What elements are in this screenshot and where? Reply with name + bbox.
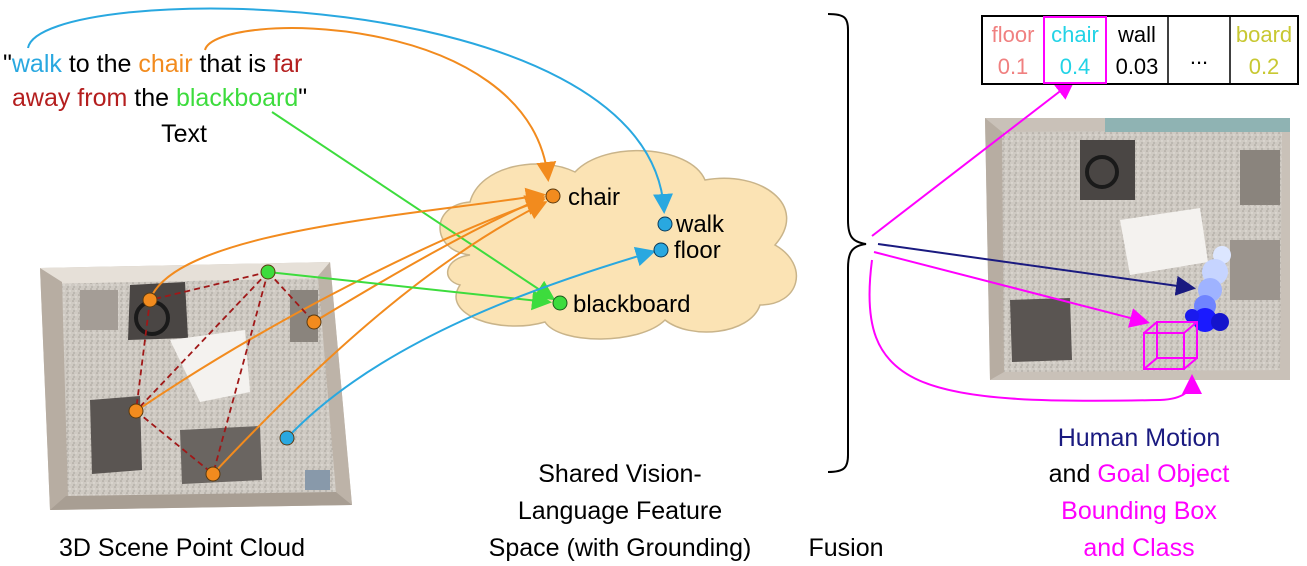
fusion-to-motion-arrow bbox=[877, 243, 1196, 296]
fusion-to-box-curve bbox=[868, 259, 1202, 402]
cloud-label-floor: floor bbox=[674, 237, 721, 264]
table-header-floor: floor bbox=[992, 22, 1035, 47]
scene-chair-node bbox=[128, 403, 144, 419]
table-value-ellipsis: ... bbox=[1190, 44, 1208, 69]
scene-point-cloud bbox=[40, 262, 352, 510]
cloud-chair-node bbox=[545, 188, 561, 204]
table-value-wall: 0.03 bbox=[1116, 54, 1159, 79]
cloud-label-chair: chair bbox=[568, 184, 620, 211]
fusion-to-table-arrow bbox=[871, 79, 1076, 237]
caption-shared-2: Language Feature bbox=[518, 497, 722, 525]
fusion-brace bbox=[827, 13, 867, 473]
text-label: Text bbox=[161, 120, 207, 148]
output-point-cloud bbox=[985, 118, 1290, 380]
caption-output-4: and Class bbox=[1083, 534, 1194, 562]
caption-shared-1: Shared Vision- bbox=[538, 460, 702, 488]
cloud-walk-node bbox=[657, 216, 673, 232]
scene-blackboard-node bbox=[260, 264, 276, 280]
scene-to-blackboard-arrow bbox=[267, 271, 552, 311]
arrow-text-walk bbox=[27, 7, 673, 214]
table-header-wall: wall bbox=[1117, 22, 1156, 47]
spatial-relations bbox=[135, 271, 315, 475]
scene-chair-node bbox=[205, 466, 221, 482]
cloud-label-blackboard: blackboard bbox=[573, 291, 690, 318]
text-query-line-2: away from the blackboard" bbox=[12, 84, 307, 112]
caption-output-2: and Goal Object bbox=[1049, 460, 1230, 488]
caption-output-1: Human Motion bbox=[1058, 424, 1221, 452]
table-value-chair: 0.4 bbox=[1060, 54, 1091, 79]
scene-to-floor-arrow bbox=[286, 246, 656, 439]
human-motion-figures bbox=[1185, 246, 1231, 332]
caption-fusion: Fusion bbox=[808, 534, 883, 562]
cloud-floor-node bbox=[653, 242, 669, 258]
scene-chair-node bbox=[142, 292, 158, 308]
class-probability-table: floor chair wall board 0.1 0.4 0.03 ... … bbox=[981, 15, 1299, 85]
caption-shared-3: Space (with Grounding) bbox=[489, 534, 752, 562]
scene-chair-node bbox=[306, 314, 322, 330]
text-query-line-1: "walk to the chair that is far bbox=[3, 50, 302, 78]
cloud-blackboard-node bbox=[552, 295, 568, 311]
table-value-board: 0.2 bbox=[1249, 54, 1280, 79]
cloud-label-walk: walk bbox=[675, 211, 725, 238]
caption-scene: 3D Scene Point Cloud bbox=[59, 534, 305, 562]
scene-floor-node bbox=[279, 430, 295, 446]
fusion-to-box-arrow bbox=[873, 251, 1150, 328]
arrow-text-blackboard bbox=[271, 111, 556, 301]
table-header-board: board bbox=[1236, 22, 1292, 47]
goal-bounding-box bbox=[1143, 321, 1198, 370]
scene-nodes bbox=[128, 264, 322, 482]
scene-to-chair-arrows bbox=[135, 187, 548, 475]
table-header-chair: chair bbox=[1051, 22, 1099, 47]
table-value-floor: 0.1 bbox=[998, 54, 1029, 79]
caption-output-3: Bounding Box bbox=[1061, 497, 1217, 525]
arrow-text-chair bbox=[204, 27, 557, 182]
